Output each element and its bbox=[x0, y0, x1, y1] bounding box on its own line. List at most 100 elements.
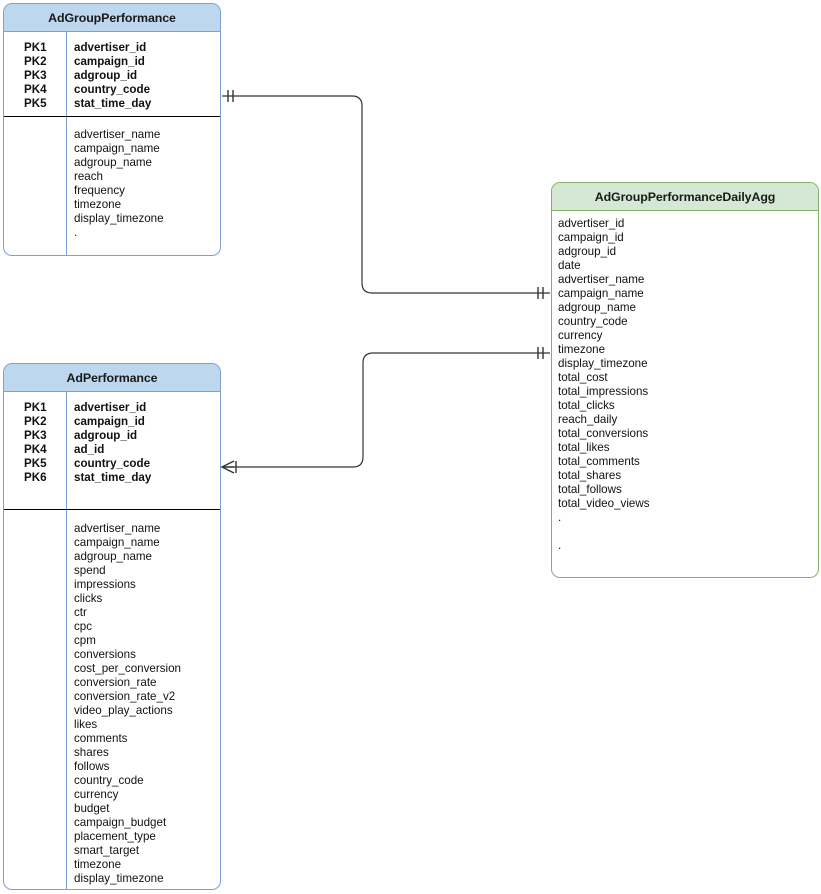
key-field: adgroup_id bbox=[74, 69, 138, 82]
attribute: timezone bbox=[74, 858, 122, 871]
entity-title-adgroup-performance: AdGroupPerformance bbox=[4, 4, 220, 32]
attribute: reach_daily bbox=[558, 413, 618, 426]
attribute: advertiser_name bbox=[558, 273, 645, 286]
attribute: comments bbox=[74, 732, 128, 745]
key-label-column: PK1 PK2 PK3 PK4 PK5 PK6 bbox=[4, 401, 66, 485]
attribute: total_comments bbox=[558, 455, 640, 468]
attribute: display_timezone bbox=[74, 212, 164, 225]
relationship-adgroup-to-dailyagg[interactable] bbox=[222, 90, 550, 299]
attribute: display_timezone bbox=[558, 357, 648, 370]
key-label-column: PK1 PK2 PK3 PK4 PK5 bbox=[4, 41, 66, 111]
attribute: campaign_budget bbox=[74, 816, 167, 829]
attribute: total_shares bbox=[558, 469, 622, 482]
attribute: conversion_rate bbox=[74, 676, 157, 689]
key-label: PK1 bbox=[24, 41, 47, 54]
attribute-ellipsis: . bbox=[74, 254, 164, 255]
key-label: PK4 bbox=[24, 83, 47, 96]
entity-adgroup-performance[interactable]: AdGroupPerformance PK1 PK2 PK3 PK4 PK5 a… bbox=[3, 3, 221, 256]
attribute: display_timezone bbox=[74, 872, 164, 885]
relationship-adperformance-to-dailyagg[interactable] bbox=[220, 347, 550, 474]
attribute: total_cost bbox=[558, 371, 608, 384]
attribute: advertiser_name bbox=[74, 128, 161, 141]
attribute-column: advertiser_id campaign_id adgroup_id dat… bbox=[558, 217, 650, 553]
attribute: impressions bbox=[74, 578, 136, 591]
key-label: PK1 bbox=[24, 401, 47, 414]
attribute: date bbox=[558, 259, 581, 272]
attribute: country_code bbox=[558, 315, 628, 328]
attribute: adgroup_name bbox=[74, 550, 152, 563]
key-label: PK6 bbox=[24, 471, 47, 484]
key-field: stat_time_day bbox=[74, 471, 152, 484]
attribute: timezone bbox=[74, 198, 122, 211]
key-field: ad_id bbox=[74, 443, 105, 456]
key-field: adgroup_id bbox=[74, 429, 138, 442]
attribute: campaign_name bbox=[74, 536, 160, 549]
attribute-ellipsis: . bbox=[558, 539, 562, 552]
key-attribute-divider bbox=[4, 116, 220, 117]
key-label: PK3 bbox=[24, 69, 47, 82]
attribute: total_conversions bbox=[558, 427, 649, 440]
attribute: total_likes bbox=[558, 441, 610, 454]
attribute-ellipsis: . bbox=[558, 511, 562, 524]
attribute: smart_target bbox=[74, 844, 140, 857]
attribute: likes bbox=[74, 718, 98, 731]
attribute: adgroup_name bbox=[74, 156, 152, 169]
attribute: cpc bbox=[74, 620, 93, 633]
key-label: PK4 bbox=[24, 443, 47, 456]
cardinality-one-and-only-one-right bbox=[537, 287, 544, 299]
entity-ad-performance[interactable]: AdPerformance PK1 PK2 PK3 PK4 PK5 PK6 ad… bbox=[3, 363, 221, 890]
attribute: shares bbox=[74, 746, 109, 759]
key-field-column: advertiser_id campaign_id adgroup_id cou… bbox=[74, 41, 151, 111]
entity-title-adgroup-performance-daily-agg: AdGroupPerformanceDailyAgg bbox=[552, 183, 818, 211]
entity-body-adgroup-performance: PK1 PK2 PK3 PK4 PK5 advertiser_id campai… bbox=[4, 32, 220, 255]
attribute-column: advertiser_name campaign_name adgroup_na… bbox=[74, 128, 164, 255]
attribute: campaign_name bbox=[558, 287, 644, 300]
cardinality-one-or-many-left bbox=[220, 460, 237, 474]
attribute: currency bbox=[558, 329, 603, 342]
attribute: follows bbox=[74, 760, 110, 773]
column-divider bbox=[66, 32, 67, 255]
cardinality-one-and-only-one-right-2 bbox=[537, 347, 544, 359]
attribute-ellipsis: . bbox=[74, 226, 78, 239]
key-field: country_code bbox=[74, 83, 151, 96]
cardinality-one-and-only-one-left bbox=[227, 90, 234, 102]
key-field: campaign_id bbox=[74, 55, 145, 68]
attribute: total_clicks bbox=[558, 399, 615, 412]
attribute: cost_per_conversion bbox=[74, 662, 181, 675]
attribute: cpm bbox=[74, 634, 96, 647]
key-label: PK2 bbox=[24, 55, 47, 68]
entity-body-adgroup-performance-daily-agg: advertiser_id campaign_id adgroup_id dat… bbox=[552, 211, 818, 577]
key-label: PK5 bbox=[24, 457, 47, 470]
entity-adgroup-performance-daily-agg[interactable]: AdGroupPerformanceDailyAgg advertiser_id… bbox=[551, 182, 819, 578]
attribute: total_video_views bbox=[558, 497, 650, 510]
attribute: currency bbox=[74, 788, 119, 801]
attribute: reach bbox=[74, 170, 104, 183]
entity-title-ad-performance: AdPerformance bbox=[4, 364, 220, 392]
attribute: timezone bbox=[558, 343, 606, 356]
key-field: advertiser_id bbox=[74, 401, 147, 414]
attribute: conversions bbox=[74, 648, 136, 661]
attribute: total_impressions bbox=[558, 385, 649, 398]
attribute-column: advertiser_name campaign_name adgroup_na… bbox=[74, 522, 181, 889]
attribute: budget bbox=[74, 802, 110, 815]
attribute: total_follows bbox=[558, 483, 622, 496]
attribute: clicks bbox=[74, 592, 103, 605]
entity-body-ad-performance: PK1 PK2 PK3 PK4 PK5 PK6 advertiser_id ca… bbox=[4, 392, 220, 889]
key-field: campaign_id bbox=[74, 415, 145, 428]
attribute: advertiser_name bbox=[74, 522, 161, 535]
key-field: country_code bbox=[74, 457, 151, 470]
attribute: video_play_actions bbox=[74, 704, 173, 717]
key-field-column: advertiser_id campaign_id adgroup_id ad_… bbox=[74, 401, 151, 485]
key-field: advertiser_id bbox=[74, 41, 147, 54]
attribute-ellipsis: . bbox=[74, 886, 181, 889]
attribute: conversion_rate_v2 bbox=[74, 690, 176, 703]
key-label: PK3 bbox=[24, 429, 47, 442]
attribute: spend bbox=[74, 564, 106, 577]
key-field: stat_time_day bbox=[74, 97, 152, 110]
attribute: ctr bbox=[74, 606, 87, 619]
key-label: PK5 bbox=[24, 97, 47, 110]
attribute: campaign_name bbox=[74, 142, 160, 155]
attribute: placement_type bbox=[74, 830, 156, 843]
column-divider bbox=[66, 392, 67, 889]
